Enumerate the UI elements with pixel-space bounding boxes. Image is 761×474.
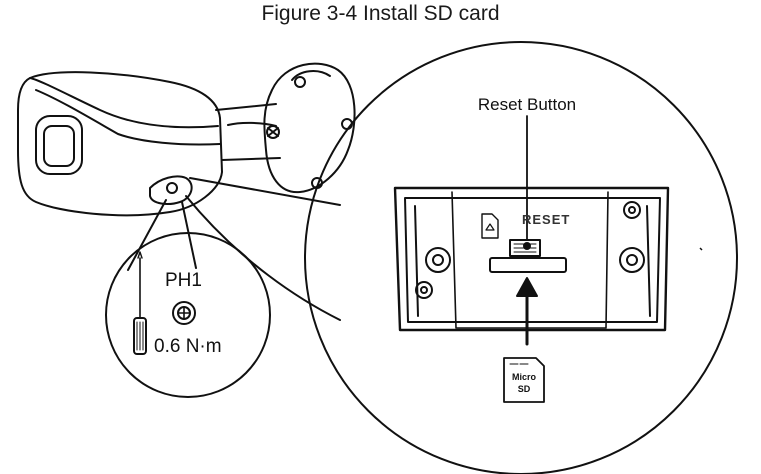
tool-bit-label: PH1 (165, 270, 202, 291)
torque-label: 0.6 N·m (154, 336, 222, 357)
reset-button[interactable] (523, 242, 531, 250)
callout-line-zoom (185, 195, 341, 321)
sd-card-slot[interactable] (489, 239, 567, 273)
zoom-detail-circle (304, 41, 738, 474)
tool-detail-circle (105, 232, 271, 398)
callout-line-zoom-2 (189, 177, 341, 206)
camera-body (17, 71, 223, 217)
callout-line-screwdriver (127, 199, 167, 271)
micro-sd-card[interactable] (503, 357, 545, 403)
camera-wall-mount (215, 62, 356, 194)
screwdriver-icon (133, 251, 147, 355)
phillips-screw-icon (172, 301, 196, 325)
sd-card-label-line2: SD (518, 384, 531, 394)
callout-line-screwdriver-2 (181, 201, 197, 269)
insertion-arrow-icon (516, 277, 538, 346)
sd-card-label-line1: Micro (512, 372, 537, 382)
figure-caption: Figure 3-4 Install SD card (261, 2, 500, 25)
sd-board (393, 186, 670, 332)
board-reset-label: RESET (522, 212, 570, 227)
reset-button-callout: Reset Button (478, 95, 576, 114)
